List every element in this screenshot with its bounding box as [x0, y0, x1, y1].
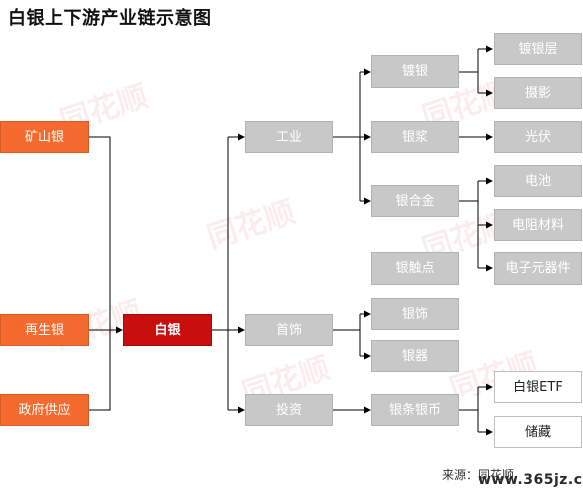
node-silver-contact: 银触点 — [371, 252, 459, 285]
node-jewelry: 首饰 — [245, 314, 333, 346]
node-electronic-components: 电子元器件 — [494, 252, 582, 285]
source-note: 来源：同花顺 — [442, 468, 515, 482]
site-watermark: www.365jz.com — [478, 472, 583, 488]
node-mine-silver: 矿山银 — [0, 121, 89, 153]
node-silver-etf: 白银ETF — [494, 371, 582, 403]
node-battery: 电池 — [494, 165, 582, 197]
node-silver-ornament: 银饰 — [371, 298, 459, 330]
node-silver-plating: 镀银 — [371, 55, 459, 88]
page-title: 白银上下游产业链示意图 — [8, 8, 212, 29]
node-resistor-material: 电阻材料 — [494, 209, 582, 241]
node-silver-bars-coins: 银条银币 — [371, 394, 459, 426]
node-recycled-silver: 再生银 — [0, 314, 89, 346]
node-silver: 白银 — [123, 314, 212, 346]
node-government-supply: 政府供应 — [0, 394, 89, 426]
node-industry: 工业 — [245, 121, 333, 153]
node-plating-layer: 镀银层 — [494, 33, 582, 65]
node-storage: 储藏 — [494, 416, 582, 448]
node-photography: 摄影 — [494, 77, 582, 109]
node-silver-alloy: 银合金 — [371, 185, 459, 217]
node-silver-paste: 银浆 — [371, 121, 459, 153]
node-photovoltaic: 光伏 — [494, 121, 582, 153]
node-investment: 投资 — [245, 394, 333, 426]
node-silverware: 银器 — [371, 340, 459, 372]
